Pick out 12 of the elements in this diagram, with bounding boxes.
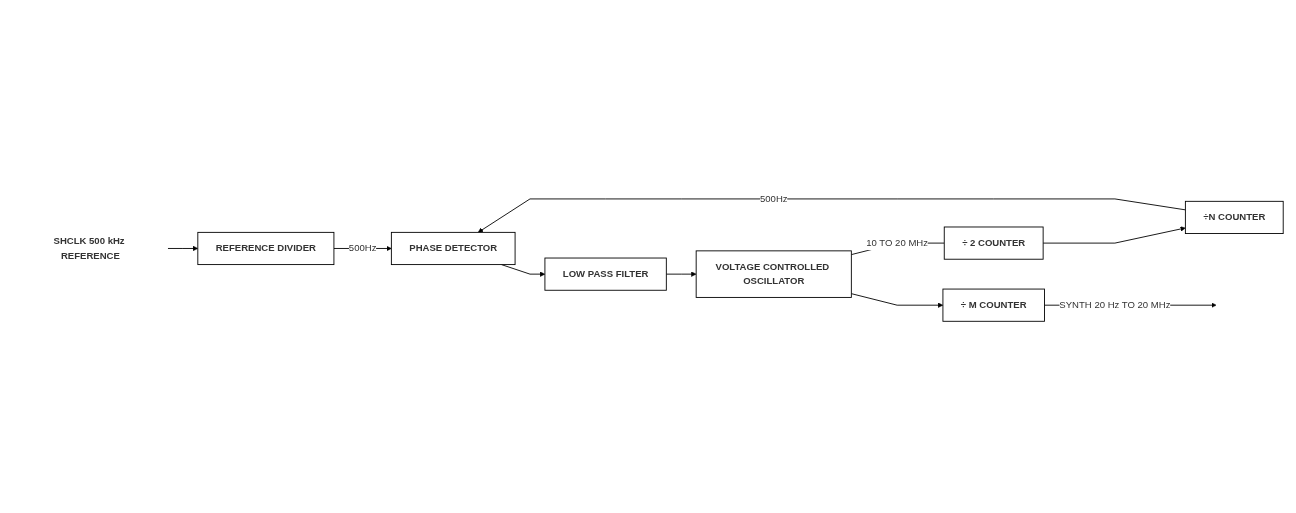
node-box: LOW PASS FILTER [544,257,667,291]
node-text: SHCLK 500 kHz REFERENCE [53,235,125,261]
node-box: ÷N COUNTER [1184,200,1284,234]
node-box: PHASE DETECTOR [390,231,516,265]
edge-label: SYNTH 20 Hz TO 20 MHz [1059,299,1171,310]
edge-label: 500Hz [348,243,377,254]
edge-label: 10 TO 20 MHz [866,237,928,248]
node-box: VOLTAGE CONTROLLED OSCILLATOR [695,250,852,298]
node-box: REFERENCE DIVIDER [197,231,335,265]
node-box: ÷ M COUNTER [942,288,1045,322]
node-box: ÷ 2 COUNTER [943,226,1044,260]
edge-label: 500Hz [759,193,788,204]
